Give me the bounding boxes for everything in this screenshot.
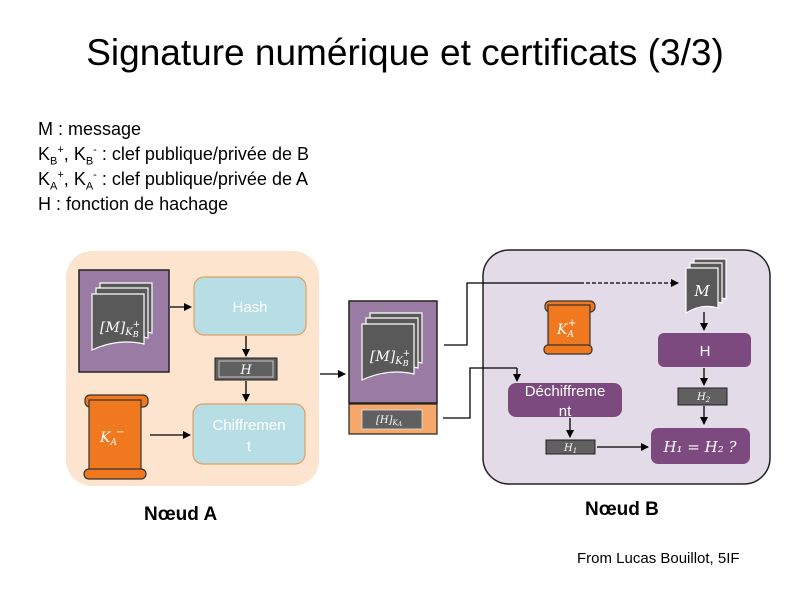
public-key-a-scroll: KA+ [543,300,596,355]
svg-text:[M]KB+: [M]KB+ [100,320,140,339]
compare-box [651,428,750,464]
private-key-a-scroll: KA− [83,394,149,480]
hash-label: Hash [232,299,267,316]
signed-message-stack: [M]KB+ [348,300,438,404]
cipher-label-2: t [247,438,252,455]
credit: From Lucas Bouillot, 5IF [577,550,740,567]
svg-text:H2: H2 [696,392,711,404]
h1-bar [545,439,596,455]
node-b-label: Nœud B [585,499,659,520]
svg-text:KA−: KA− [99,427,124,448]
legend-message: M : message [38,119,142,139]
svg-text:Déchiffreme: Déchiffreme [525,383,606,400]
svg-text:H₁ = H₂ ?: H₁ = H₂ ? [662,438,737,456]
svg-text:M: M [693,282,710,300]
legend: M : message KB+, KB- : clef publique/pri… [38,117,309,217]
svg-text:H: H [239,363,252,378]
page-title: Signature numérique et certificats (3/3) [86,32,724,73]
node-a-document-stack: [M]KB+ [78,269,170,373]
cipher-box [192,403,306,465]
h-bar [214,357,278,381]
h2-bar [677,387,728,406]
cipher-label-1: Chiffremen [212,417,285,434]
svg-text:H: H [700,343,711,360]
legend-key-a: KA+, KA- : clef publique/privée de A [38,169,308,193]
node-b-document-stack: M [685,258,727,315]
node-a-label: Nœud A [144,504,218,525]
hash-box [193,276,307,336]
svg-text:[H]KA: [H]KA [376,415,403,428]
decipher-box [508,383,622,417]
svg-text:KA+: KA+ [556,318,576,340]
svg-text:nt: nt [559,403,572,420]
svg-text:H1: H1 [563,443,577,455]
svg-text:[M]KB+: [M]KB+ [370,349,410,368]
legend-key-b: KB+, KB- : clef publique/privée de B [38,144,309,168]
signature-panel: [H]KA [348,403,438,435]
node-b-hash-box [658,333,751,367]
legend-hash: H : fonction de hachage [38,194,229,214]
